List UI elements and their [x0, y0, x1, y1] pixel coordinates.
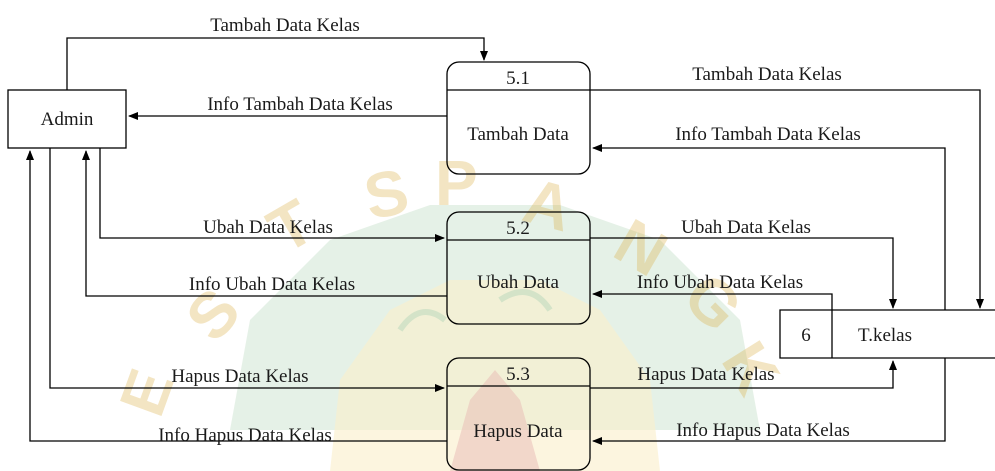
- process-5-3: [446, 357, 591, 471]
- flow-tambah-to-store: [590, 89, 984, 309]
- flow-label-admin-to-ubah: Ubah Data Kelas: [203, 217, 333, 238]
- flow-label-store-to-hapus: Info Hapus Data Kelas: [676, 420, 850, 441]
- process-5-2-name: Ubah Data: [477, 272, 559, 293]
- flow-admin-to-ubah: [99, 148, 445, 242]
- process-5-1-name: Tambah Data: [467, 124, 569, 145]
- process-5-3-number: 5.3: [506, 364, 530, 385]
- flow-label-hapus-to-store: Hapus Data Kelas: [637, 364, 774, 385]
- flow-store-to-hapus: [592, 358, 946, 445]
- process-5-1: [446, 61, 591, 175]
- process-5-2-number: 5.2: [506, 218, 530, 239]
- flow-label-admin-to-hapus: Hapus Data Kelas: [171, 366, 308, 387]
- flow-hapus-to-store: [590, 360, 897, 389]
- admin-entity-label: Admin: [41, 109, 94, 130]
- svg-text:P: P: [435, 147, 478, 219]
- flow-label-admin-to-tambah: Tambah Data Kelas: [210, 15, 360, 36]
- data-store-t-kelas: [779, 309, 995, 359]
- flow-label-hapus-to-admin: Info Hapus Data Kelas: [158, 425, 332, 446]
- flow-label-ubah-to-store: Ubah Data Kelas: [681, 217, 811, 238]
- flow-label-store-to-ubah: Info Ubah Data Kelas: [637, 272, 803, 293]
- flow-store-to-tambah: [592, 144, 946, 310]
- flow-ubah-to-store: [590, 237, 897, 309]
- flow-label-store-to-tambah: Info Tambah Data Kelas: [675, 124, 861, 145]
- flow-label-ubah-to-admin: Info Ubah Data Kelas: [189, 274, 355, 295]
- svg-text:S: S: [358, 154, 415, 233]
- flow-label-tambah-to-admin: Info Tambah Data Kelas: [207, 94, 393, 115]
- flow-hapus-to-admin: [26, 150, 447, 442]
- flow-admin-to-hapus: [49, 148, 445, 392]
- process-5-3-name: Hapus Data: [473, 421, 563, 442]
- flow-store-to-ubah: [592, 290, 833, 310]
- university-seal-watermark: [230, 205, 760, 471]
- data-store-name: T.kelas: [858, 325, 912, 346]
- process-5-1-number: 5.1: [506, 68, 530, 89]
- flow-ubah-to-admin: [82, 150, 447, 297]
- process-5-2: [446, 211, 591, 325]
- data-store-number: 6: [801, 325, 811, 346]
- flow-label-tambah-to-store: Tambah Data Kelas: [692, 64, 842, 85]
- flow-admin-to-tambah: [66, 37, 488, 90]
